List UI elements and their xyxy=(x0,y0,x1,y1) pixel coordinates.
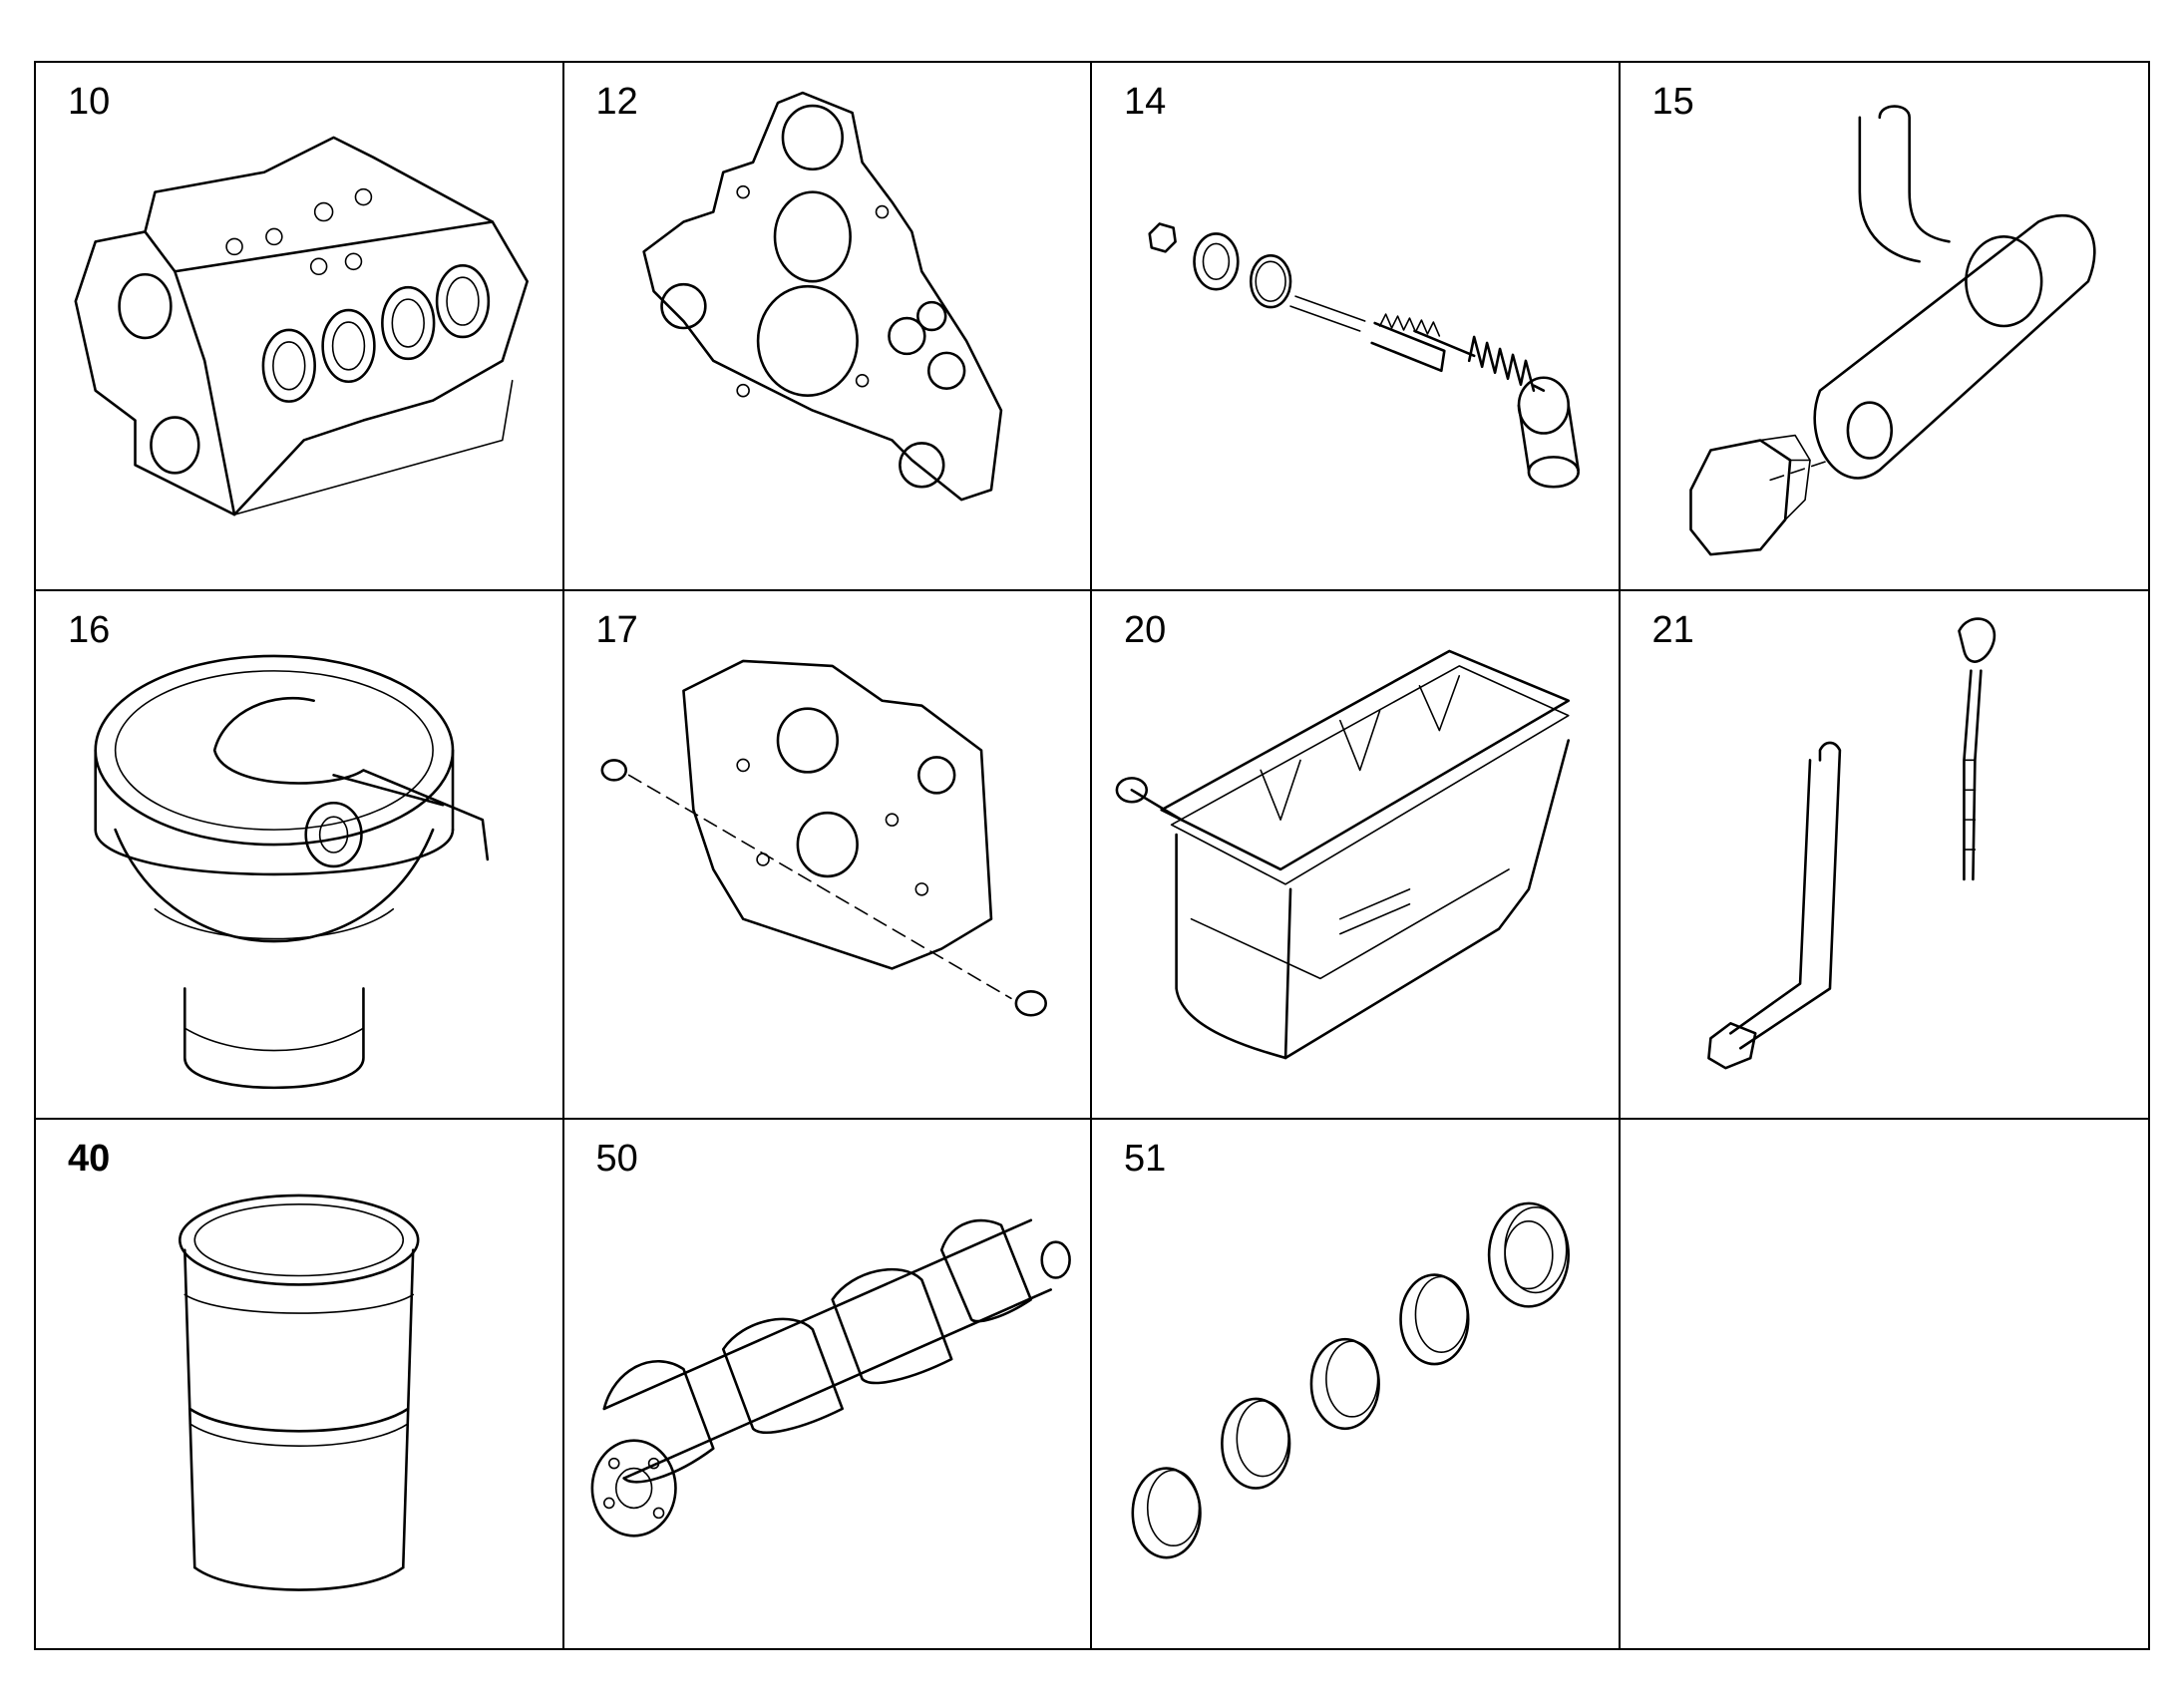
part-cell-10[interactable]: 10 xyxy=(36,63,564,591)
part-number-label: 15 xyxy=(1651,81,1694,123)
oil-pan-icon xyxy=(1115,649,1571,1060)
sealing-plug-icon xyxy=(600,659,1047,1017)
engine-block-icon xyxy=(74,136,529,516)
cylinder-liner-icon xyxy=(179,1194,420,1591)
part-cell-17[interactable]: 17 xyxy=(563,591,1092,1120)
part-number-label: 40 xyxy=(68,1138,111,1180)
part-number-label: 20 xyxy=(1124,609,1167,651)
part-cell-20[interactable]: 20 xyxy=(1092,591,1621,1120)
main-bearing-shells-icon xyxy=(1131,1201,1571,1559)
part-cell-21[interactable]: 21 xyxy=(1620,591,2148,1120)
part-number-label: 51 xyxy=(1124,1138,1167,1180)
part-cell-16[interactable]: 16 xyxy=(36,591,564,1120)
pressure-relief-valve-icon xyxy=(1148,222,1580,489)
oil-dipstick-icon xyxy=(1706,617,1996,1070)
part-number-label: 16 xyxy=(68,609,111,651)
parts-grid: 10 12 xyxy=(34,61,2150,1650)
timing-case-cover-icon xyxy=(641,91,1002,502)
part-number-label: 10 xyxy=(68,81,111,123)
crankshaft-icon xyxy=(590,1218,1071,1537)
part-number-label: 21 xyxy=(1651,609,1694,651)
oil-filler-neck-icon xyxy=(94,654,490,1090)
oil-drain-plug-icon xyxy=(1688,105,2095,556)
part-number-label: 12 xyxy=(595,81,638,123)
part-cell-15[interactable]: 15 xyxy=(1620,63,2148,591)
part-cell-14[interactable]: 14 xyxy=(1092,63,1621,591)
part-number-label: 17 xyxy=(595,609,638,651)
part-number-label: 50 xyxy=(595,1138,638,1180)
part-number-label: 14 xyxy=(1124,81,1167,123)
part-cell-12[interactable]: 12 xyxy=(563,63,1092,591)
empty-cell xyxy=(1621,1120,2149,1648)
part-cell-51[interactable]: 51 xyxy=(1092,1120,1621,1648)
part-cell-40[interactable]: 40 xyxy=(36,1120,564,1648)
part-cell-50[interactable]: 50 xyxy=(564,1120,1092,1648)
